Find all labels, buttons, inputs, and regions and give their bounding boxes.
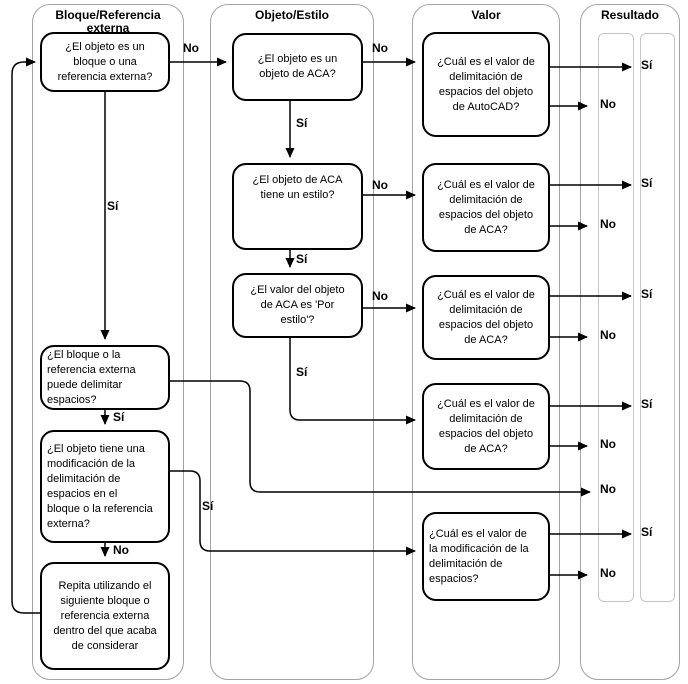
node-pregunta-bloque-xref: ¿El objeto es un bloque o una referencia… xyxy=(40,32,170,92)
edge-label-objeto-aca-si: Sí xyxy=(296,116,308,130)
node-pregunta-tiene-estilo: ¿El objeto de ACA tiene un estilo? xyxy=(232,163,363,250)
edge-label-bloque-si: Sí xyxy=(107,199,119,213)
edge-label-modificacion-no: No xyxy=(113,543,129,557)
connector-loop-repita-a-inicio xyxy=(11,57,40,614)
edge-label-por-estilo-no: No xyxy=(372,289,388,303)
edge-label-bloque-no: No xyxy=(183,41,199,55)
node-valor-objeto-aca-1: ¿Cuál es el valor de delimitación de esp… xyxy=(422,163,550,252)
edge-label-valor-aca-3-si: Sí xyxy=(641,397,653,411)
edge-label-valor-aca-1-no: No xyxy=(600,217,616,231)
lane-title-resultado: Resultado xyxy=(600,8,659,22)
edge-label-tiene-estilo-no: No xyxy=(372,178,388,192)
node-repita-siguiente-bloque: Repita utilizando el siguiente bloque o … xyxy=(40,562,170,670)
edge-label-valor-aca-2-si: Sí xyxy=(641,287,653,301)
edge-label-valor-autocad-no: No xyxy=(600,97,616,111)
node-valor-modificacion: ¿Cuál es el valor de la modificación de … xyxy=(422,512,550,601)
node-valor-objeto-autocad: ¿Cuál es el valor de delimitación de esp… xyxy=(422,32,550,137)
node-pregunta-por-estilo: ¿El valor del objeto de ACA es 'Por esti… xyxy=(232,273,363,338)
edge-label-por-estilo-si: Sí xyxy=(296,365,308,379)
lane-title-objeto: Objeto/Estilo xyxy=(254,8,329,22)
result-sublane-si xyxy=(640,33,675,602)
edge-label-valor-aca-3-no: No xyxy=(600,437,616,451)
result-sublane-no xyxy=(598,33,634,602)
edge-label-tiene-estilo-si: Sí xyxy=(296,252,308,266)
lane-title-bloque: Bloque/Referencia externa xyxy=(55,8,161,35)
connector-modificacion-si xyxy=(170,470,416,556)
edge-label-valor-aca-1-si: Sí xyxy=(641,176,653,190)
edge-label-valor-autocad-si: Sí xyxy=(641,58,653,72)
edge-label-valor-modificacion-si: Sí xyxy=(641,525,653,539)
edge-label-puede-delimitar-no: No xyxy=(600,482,616,496)
edge-label-objeto-aca-no: No xyxy=(372,41,388,55)
edge-label-valor-modificacion-no: No xyxy=(600,566,616,580)
lane-title-valor: Valor xyxy=(471,8,501,22)
node-pregunta-objeto-aca: ¿El objeto es un objeto de ACA? xyxy=(232,33,363,101)
node-valor-objeto-aca-3: ¿Cuál es el valor de delimitación de esp… xyxy=(422,383,550,470)
edge-label-valor-aca-2-no: No xyxy=(600,328,616,342)
node-valor-objeto-aca-2: ¿Cuál es el valor de delimitación de esp… xyxy=(422,275,550,360)
connector-puede-delimitar-no xyxy=(170,380,591,497)
edge-label-puede-delimitar-si: Sí xyxy=(113,410,125,424)
node-pregunta-modificacion: ¿El objeto tiene una modificación de la … xyxy=(40,430,170,543)
lane-objeto-estilo: Objeto/Estilo xyxy=(210,4,374,680)
connector-por-estilo-si xyxy=(289,338,416,425)
edge-label-modificacion-si: Sí xyxy=(202,499,214,513)
node-pregunta-puede-delimitar: ¿El bloque o la referencia externa puede… xyxy=(40,345,170,410)
